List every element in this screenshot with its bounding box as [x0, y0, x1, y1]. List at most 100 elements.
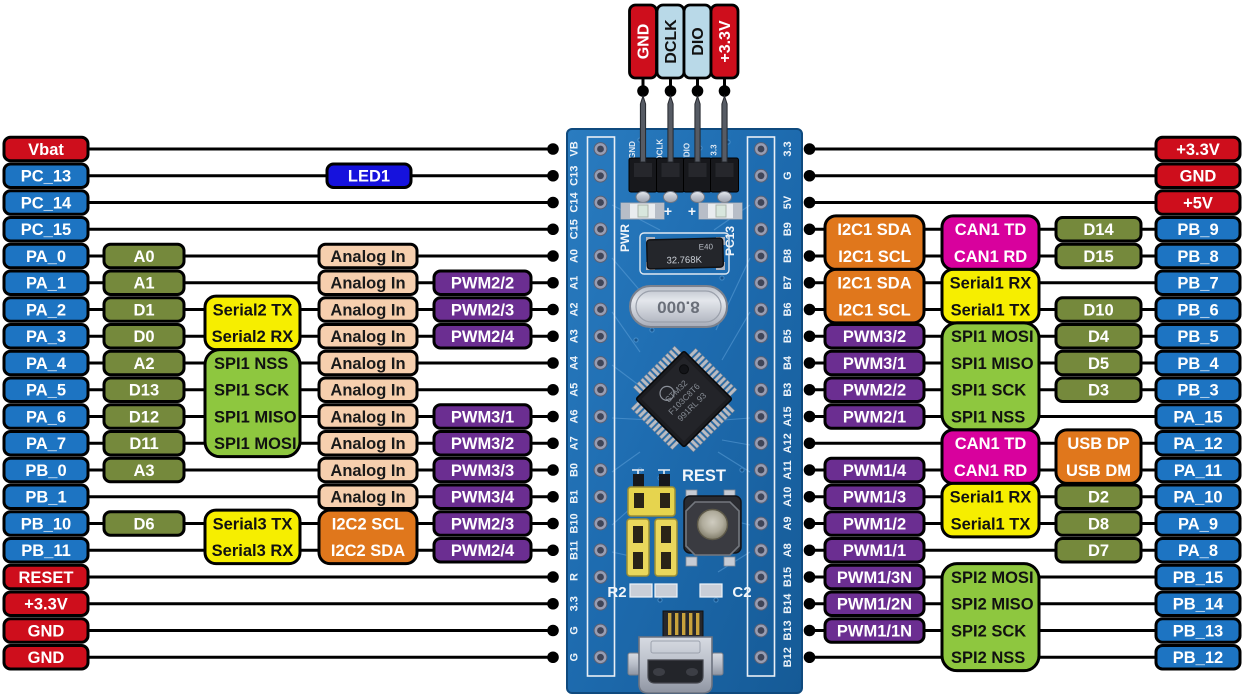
right-func-d8[interactable]: [1054, 510, 1143, 537]
right-func-pwm1-1[interactable]: [823, 537, 926, 564]
right-func-pwm1-2[interactable]: [823, 510, 926, 537]
right-func-pwm2-2[interactable]: [823, 376, 926, 403]
right-pin-pb_13[interactable]: [1154, 617, 1242, 644]
left-func-pwm2-2[interactable]: [432, 269, 533, 296]
right-func-pwm1-2n[interactable]: [823, 590, 926, 617]
left-func-d1[interactable]: [102, 296, 186, 323]
left-func-pwm3-3[interactable]: [432, 456, 533, 484]
left-pin-+3.3v[interactable]: [2, 590, 90, 617]
left-pin-pb_1[interactable]: [2, 483, 90, 510]
left-func-analog-in[interactable]: [317, 269, 419, 296]
left-func-a3[interactable]: [102, 456, 186, 484]
right-pin-pa_8[interactable]: [1154, 537, 1242, 564]
right-pin-pb_14[interactable]: [1154, 590, 1242, 617]
left-pin-pc_14[interactable]: [2, 189, 90, 216]
left-pin-pc_13[interactable]: [2, 162, 90, 189]
left-func-a1[interactable]: [102, 269, 186, 296]
left-func-pwm2-3[interactable]: [432, 296, 533, 323]
left-pin-pa_5[interactable]: [2, 376, 90, 403]
right-pin-pb_8[interactable]: [1154, 242, 1242, 270]
right-pin-pa_9[interactable]: [1154, 510, 1242, 537]
right-pin-pa_15[interactable]: [1154, 403, 1242, 430]
left-func-d6[interactable]: [102, 510, 186, 537]
reset-button[interactable]: [683, 489, 742, 567]
left-pin-pa_1[interactable]: [2, 269, 90, 296]
left-func-pwm3-2[interactable]: [432, 430, 533, 457]
right-pin-pb_7[interactable]: [1154, 269, 1242, 296]
left-pin-pa_3[interactable]: [2, 323, 90, 350]
left-block-serial3-tx[interactable]: [203, 508, 302, 566]
left-func-analog-in[interactable]: [317, 430, 419, 457]
right-func-d10[interactable]: [1054, 296, 1143, 323]
right-pin-+5v[interactable]: [1154, 189, 1242, 216]
right-pin-+3.3v[interactable]: [1154, 135, 1242, 163]
left-pin-reset[interactable]: [2, 563, 90, 591]
left-func-a2[interactable]: [102, 349, 186, 377]
left-pin-pb_10[interactable]: [2, 510, 90, 537]
right-func-d4[interactable]: [1054, 323, 1143, 350]
right-pin-gnd[interactable]: [1154, 162, 1242, 189]
right-pin-pa_12[interactable]: [1154, 430, 1242, 457]
left-func-analog-in[interactable]: [317, 483, 419, 510]
right-pin-pb_4[interactable]: [1154, 349, 1242, 377]
left-pin-gnd[interactable]: [2, 617, 90, 644]
right-block-serial1-rx[interactable]: [940, 481, 1041, 539]
left-block-spi1-nss[interactable]: [203, 348, 302, 459]
right-func-d14[interactable]: [1054, 216, 1143, 243]
boot-jumper-cap-boot0[interactable]: [626, 518, 650, 577]
right-pin-pb_12[interactable]: [1154, 644, 1242, 671]
left-func-analog-in[interactable]: [317, 349, 419, 377]
right-pin-pa_10[interactable]: [1154, 483, 1242, 510]
top-pin-box-+3.3v[interactable]: [709, 3, 740, 80]
left-func-analog-in[interactable]: [317, 376, 419, 403]
right-func-d15[interactable]: [1054, 242, 1143, 270]
left-pin-vbat[interactable]: [2, 135, 90, 163]
left-func-analog-in[interactable]: [317, 403, 419, 430]
left-func-a0[interactable]: [102, 242, 186, 270]
boot-jumpers[interactable]: [626, 469, 678, 577]
left-pin-gnd[interactable]: [2, 644, 90, 671]
right-block-usb-dp[interactable]: [1054, 428, 1143, 485]
left-func-d13[interactable]: [102, 376, 186, 403]
right-block-spi2-mosi[interactable]: [940, 562, 1041, 673]
left-func-d11[interactable]: [102, 430, 186, 457]
right-func-pwm1-1n[interactable]: [823, 617, 926, 644]
left-pin-pc_15[interactable]: [2, 216, 90, 243]
left-pin-pb_11[interactable]: [2, 537, 90, 564]
right-func-pwm1-4[interactable]: [823, 456, 926, 484]
right-pin-pb_9[interactable]: [1154, 216, 1242, 243]
right-func-d7[interactable]: [1054, 537, 1143, 564]
left-pin-pa_2[interactable]: [2, 296, 90, 323]
left-pin-pa_7[interactable]: [2, 430, 90, 457]
left-func-analog-in[interactable]: [317, 456, 419, 484]
left-func-pwm3-1[interactable]: [432, 403, 533, 430]
left-func-pwm2-4[interactable]: [432, 537, 533, 564]
left-func-pwm2-4[interactable]: [432, 323, 533, 350]
left-func-analog-in[interactable]: [317, 242, 419, 270]
right-func-pwm3-2[interactable]: [823, 323, 926, 350]
reset-button-plunger[interactable]: [696, 508, 729, 541]
right-func-d5[interactable]: [1054, 349, 1143, 377]
right-pin-pa_11[interactable]: [1154, 456, 1242, 484]
left-pin-pa_6[interactable]: [2, 403, 90, 430]
right-pin-pb_5[interactable]: [1154, 323, 1242, 350]
right-func-pwm3-1[interactable]: [823, 349, 926, 377]
left-func-led1[interactable]: [325, 162, 413, 189]
right-pin-pb_3[interactable]: [1154, 376, 1242, 403]
left-block-i2c2-scl[interactable]: [317, 508, 419, 566]
left-func-pwm2-3[interactable]: [432, 510, 533, 537]
left-func-pwm3-4[interactable]: [432, 483, 533, 510]
right-pin-pb_15[interactable]: [1154, 563, 1242, 591]
right-func-pwm2-1[interactable]: [823, 403, 926, 430]
boot-jumper-cap-boot1[interactable]: [654, 518, 678, 577]
left-func-analog-in[interactable]: [317, 296, 419, 323]
left-func-analog-in[interactable]: [317, 323, 419, 350]
right-pin-pb_6[interactable]: [1154, 296, 1242, 323]
left-func-d12[interactable]: [102, 403, 186, 430]
left-pin-pb_0[interactable]: [2, 456, 90, 484]
right-func-pwm1-3n[interactable]: [823, 563, 926, 591]
right-func-d2[interactable]: [1054, 483, 1143, 510]
left-pin-pa_4[interactable]: [2, 349, 90, 377]
right-func-pwm1-3[interactable]: [823, 483, 926, 510]
left-pin-pa_0[interactable]: [2, 242, 90, 270]
